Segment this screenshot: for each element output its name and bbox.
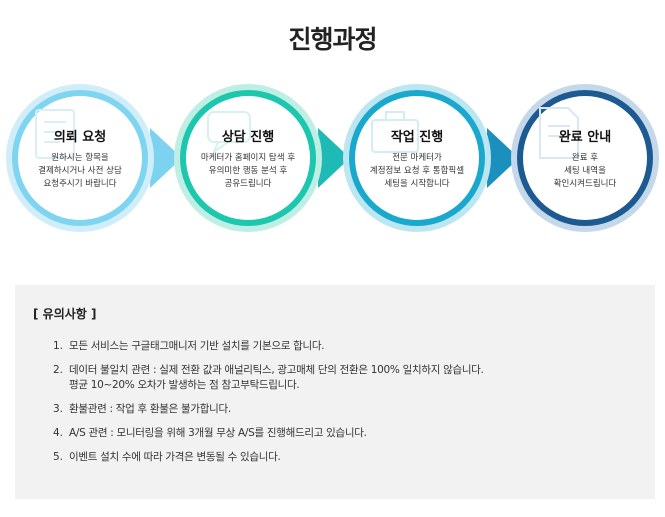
step-title-2: 상담 진행	[221, 130, 275, 145]
notice-item-text: 데이터 불일치 관련 : 실제 전환 값과 애널리틱스, 광고매체 단의 전환은…	[69, 364, 484, 391]
notice-item-number: 2.	[53, 364, 64, 376]
notice-item: 5. 이벤트 설치 수에 따라 가격은 변동될 수 있습니다.	[53, 450, 643, 465]
step-ring-2	[174, 84, 322, 232]
notice-item-number: 5.	[53, 451, 64, 463]
briefcase-icon	[371, 111, 419, 153]
document-pen-icon	[35, 109, 75, 159]
notice-item-number: 1.	[53, 340, 64, 352]
notice-item-text: 환불관련 : 작업 후 환불은 불가합니다.	[69, 403, 231, 415]
notice-item: 3. 환불관련 : 작업 후 환불은 불가합니다.	[53, 402, 643, 417]
notice-item-number: 4.	[53, 427, 64, 439]
notice-box: [ 유의사항 ] 1. 모든 서비스는 구글태그매니저 기반 설치를 기본으로 …	[15, 285, 655, 499]
step-title-1: 의뢰 요청	[53, 130, 107, 145]
speech-bubble-icon	[207, 111, 251, 155]
step-desc-4: 완료 후 세팅 내역을 확인시켜드립니다	[553, 153, 617, 189]
notice-item-number: 3.	[53, 403, 64, 415]
document-icon	[539, 107, 579, 159]
notice-item: 1. 모든 서비스는 구글태그매니저 기반 설치를 기본으로 합니다.	[53, 339, 643, 354]
step-ring-1	[6, 84, 154, 232]
step-arrow-1	[150, 128, 182, 188]
process-steps	[6, 84, 659, 232]
notice-item-text: 모든 서비스는 구글태그매니저 기반 설치를 기본으로 합니다.	[69, 340, 325, 352]
step-title-4: 완료 안내	[558, 130, 612, 145]
notice-title: [ 유의사항 ]	[33, 307, 97, 321]
step-title-3: 작업 진행	[390, 130, 444, 145]
step-arrow-2	[318, 128, 350, 188]
page-title: 진행과정	[288, 25, 377, 54]
step-desc-2: 마케터가 홈페이지 탐색 후 유의미한 행동 분석 후 공유드립니다	[200, 153, 296, 189]
notice-list: 1. 모든 서비스는 구글태그매니저 기반 설치를 기본으로 합니다. 2. 데…	[53, 339, 643, 474]
step-desc-1: 원하시는 항목을 결제하시거나 사전 상담 요청주시기 바랍니다	[38, 153, 122, 189]
notice-item-text: A/S 관련 : 모니터링을 위해 3개월 무상 A/S를 진행해드리고 있습니…	[69, 427, 367, 439]
notice-item-text: 이벤트 설치 수에 따라 가격은 변동될 수 있습니다.	[69, 451, 281, 463]
notice-item: 4. A/S 관련 : 모니터링을 위해 3개월 무상 A/S를 진행해드리고 …	[53, 426, 643, 441]
step-desc-3: 전문 마케터가 계정정보 요청 후 통합픽셀 세팅을 시작합니다	[369, 153, 465, 189]
notice-item: 2. 데이터 불일치 관련 : 실제 전환 값과 애널리틱스, 광고매체 단의 …	[53, 363, 643, 393]
step-arrow-3	[487, 128, 519, 188]
